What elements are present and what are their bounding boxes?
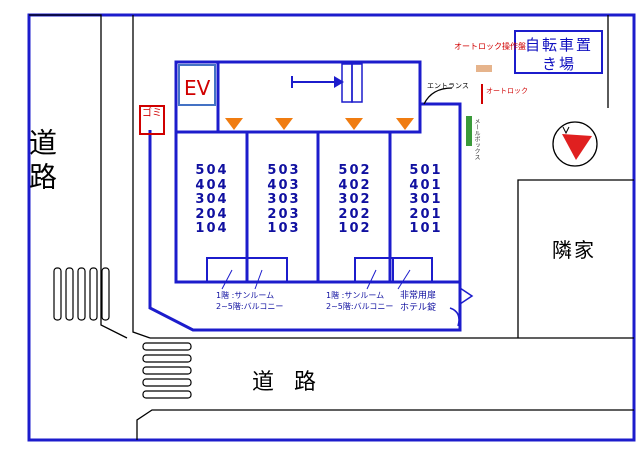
unit-number: 203 [267, 206, 301, 222]
callout-line [366, 269, 377, 290]
unit-column-03: 503 403 303 203 103 [254, 163, 314, 237]
door-arrow [225, 118, 243, 130]
road-label-horizontal: 道路 [252, 370, 337, 395]
sunroom-note-right: 1階 :サンルーム 2~5階:バルコニー [326, 290, 393, 312]
note-line: ホテル錠 [400, 303, 437, 313]
crosswalk-stripe [142, 390, 192, 399]
unit-number: 304 [195, 192, 229, 207]
unit-number: 104 [195, 221, 229, 236]
crosswalk-stripe [142, 378, 192, 387]
unit-number: 204 [195, 206, 229, 222]
autolock-panel-box [476, 65, 492, 72]
crosswalk-horizontal [142, 342, 192, 399]
outer-frame [27, 13, 636, 442]
entrance-label: エントランス [427, 82, 469, 90]
sunroom-note-left: 1階 :サンルーム 2~5階:バルコニー [216, 290, 283, 312]
note-line: 1階 :サンルーム [326, 291, 385, 300]
unit-number: 403 [267, 177, 301, 193]
mailbox-label: メールボックス [473, 118, 480, 160]
unit-column-04: 504 404 304 204 104 [182, 163, 242, 237]
elevator-label: EV [184, 76, 211, 100]
unit-number: 402 [338, 177, 372, 193]
crosswalk-stripe [142, 366, 192, 375]
door-arrow [275, 118, 293, 130]
crosswalk-stripe [142, 342, 192, 351]
stair-step [341, 63, 353, 103]
note-line: 非常用扉 [400, 291, 437, 301]
road-label-vertical: 道路 [25, 128, 58, 196]
unit-number: 401 [409, 177, 443, 193]
emergency-door-swing [449, 307, 460, 327]
north-arrow-icon [552, 121, 598, 167]
note-line: 1階 :サンルーム [216, 291, 275, 300]
stairs-arrow-head [334, 76, 344, 88]
crosswalk-stripe [53, 267, 62, 321]
mailbox-box [466, 116, 472, 146]
callout-line [397, 269, 411, 290]
note-line: 2~5階:バルコニー [216, 302, 284, 311]
elevator-label-bg [180, 66, 214, 104]
crosswalk-stripe [142, 354, 192, 363]
crosswalk-stripe [89, 267, 98, 321]
unit-number: 103 [267, 221, 301, 236]
unit-number: 201 [409, 206, 443, 222]
neighbor-lot [517, 179, 634, 338]
crosswalk-stripe [77, 267, 86, 321]
trash-label: ゴミ [142, 108, 162, 119]
door-arrow [396, 118, 414, 130]
stair-step [351, 63, 363, 103]
callout-line [221, 269, 233, 290]
entrance-door-swing [423, 87, 453, 105]
unit-number: 302 [338, 192, 372, 207]
bike-parking-box [514, 30, 603, 74]
crosswalk-stripe [65, 267, 74, 321]
site-boundary [148, 130, 462, 332]
autolock-panel-label: オートロック操作盤 [454, 42, 526, 51]
unit-number: 102 [338, 221, 372, 236]
unit-number: 301 [409, 192, 443, 207]
road-edge-left-outer [132, 15, 151, 339]
autolock-label: オートロック [486, 87, 528, 95]
emergency-door [459, 286, 474, 306]
callout-line [254, 269, 263, 290]
unit-number: 303 [267, 192, 301, 207]
unit-number: 202 [338, 206, 372, 222]
corridor-wall [176, 104, 422, 134]
unit-number: 101 [409, 221, 443, 236]
crosswalk-stripe [101, 267, 110, 321]
building-outline [174, 60, 462, 284]
unit-number: 503 [267, 163, 301, 178]
road-edge-left-inner [29, 14, 128, 339]
neighbor-label: 隣家 [552, 238, 596, 262]
crosswalk-vertical [53, 267, 110, 321]
bike-parking-label: 自転車置き場 [524, 36, 593, 73]
unit-column-02: 502 402 302 202 102 [325, 163, 385, 237]
unit-number: 504 [195, 163, 229, 178]
note-line: 2~5階:バルコニー [326, 302, 394, 311]
unit-column-01: 501 401 301 201 101 [396, 163, 456, 237]
unit-number: 501 [409, 163, 443, 178]
unit-number: 404 [195, 177, 229, 193]
trash-box [139, 105, 165, 135]
road-edge-bottom [136, 409, 634, 440]
unit-number: 502 [338, 163, 372, 178]
door-arrow [345, 118, 363, 130]
emergency-door-note: 非常用扉 ホテル錠 [400, 290, 436, 314]
